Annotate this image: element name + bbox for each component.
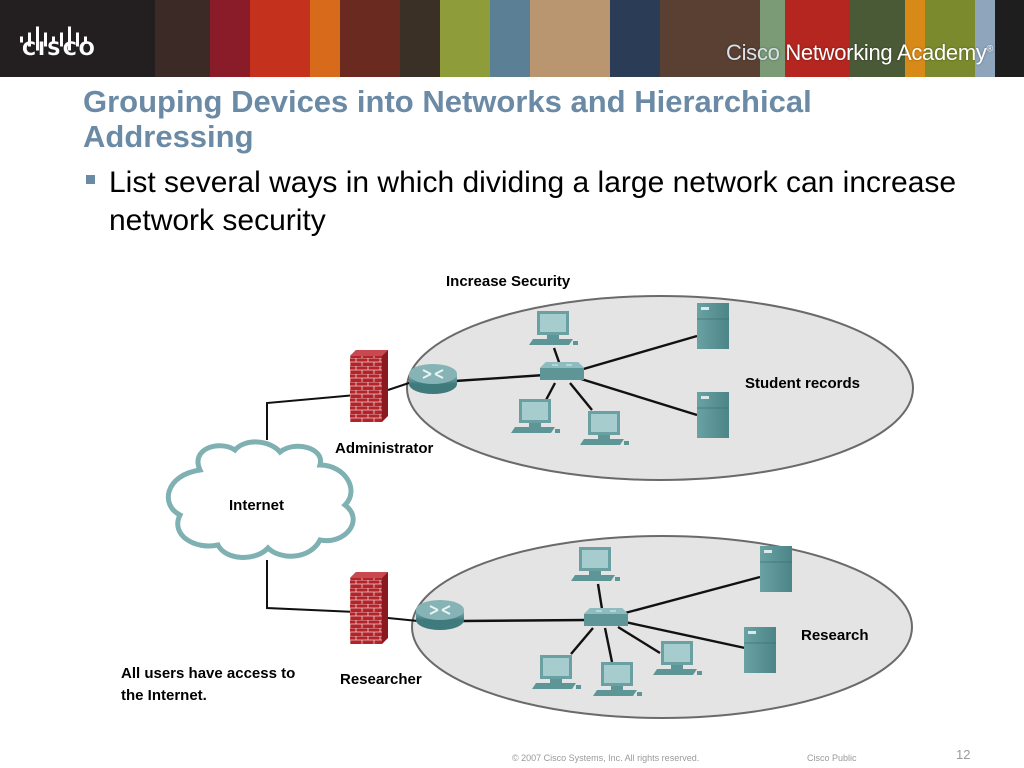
banner-photo-strip (610, 0, 660, 77)
registered-mark: ® (986, 43, 994, 54)
banner-photo-strip (250, 0, 310, 77)
banner-photo-strip (925, 0, 975, 77)
banner-photo-strip (660, 0, 760, 77)
banner-photo-strip (400, 0, 440, 77)
switch-icon (539, 361, 585, 381)
slide-title: Grouping Devices into Networks and Hiera… (83, 84, 812, 154)
gateway-label-administrator: Administrator (335, 440, 434, 457)
gateway-label-researcher: Researcher (340, 671, 422, 688)
firewall-icon (350, 350, 388, 422)
server-icon (696, 391, 730, 439)
footer-copyright: © 2007 Cisco Systems, Inc. All rights re… (512, 753, 700, 763)
bullet-text: List several ways in which dividing a la… (109, 166, 957, 237)
cisco-logo-text: CISCO (22, 38, 97, 60)
switch-icon (583, 607, 629, 627)
bullet-square-icon (86, 175, 95, 184)
footer-classification: Cisco Public (807, 753, 857, 763)
firewall-icon (350, 572, 388, 644)
link-firewall-router-bottom (387, 617, 419, 622)
page-number: 12 (956, 747, 971, 762)
network-label-research: Research (801, 627, 869, 644)
banner-photo-strip (210, 0, 250, 77)
router-icon (415, 599, 465, 631)
header-banner: CISCO Cisco Networking Academy® (0, 0, 1024, 77)
banner-photo-strip (975, 0, 995, 77)
banner-photo-strip (850, 0, 915, 77)
banner-photo-strip (785, 0, 850, 77)
banner-photo-strip (760, 0, 785, 77)
academy-brand-rest: Networking Academy (779, 40, 987, 65)
academy-brand-prefix: Cisco (726, 40, 780, 65)
server-icon (696, 302, 730, 350)
banner-photo-strip (490, 0, 530, 77)
banner-photo-strip (440, 0, 490, 77)
bottom-network-links (461, 575, 761, 663)
internet-cloud-icon (165, 439, 356, 560)
link-internet-admin-firewall (266, 394, 357, 440)
router-icon (408, 363, 458, 395)
banner-photo-strip (310, 0, 340, 77)
note-line-2: the Internet. (121, 687, 207, 704)
cloud-label: Internet (229, 497, 284, 514)
banner-photo-strip (905, 0, 925, 77)
banner-photo-strip (155, 0, 210, 77)
note-line-1: All users have access to (121, 665, 295, 682)
server-icon (743, 626, 777, 674)
diagram-heading: Increase Security (446, 273, 571, 290)
network-label-student-records: Student records (745, 375, 860, 392)
banner-photo-strip (340, 0, 400, 77)
academy-brand: Cisco Networking Academy® (726, 40, 993, 66)
cisco-bridge-logo-icon (20, 26, 87, 51)
server-icon (759, 545, 793, 593)
banner-photo-strip (995, 0, 1024, 77)
banner-photo-strip (530, 0, 610, 77)
link-internet-research-firewall (266, 560, 357, 613)
link-firewall-router-top (387, 381, 413, 391)
